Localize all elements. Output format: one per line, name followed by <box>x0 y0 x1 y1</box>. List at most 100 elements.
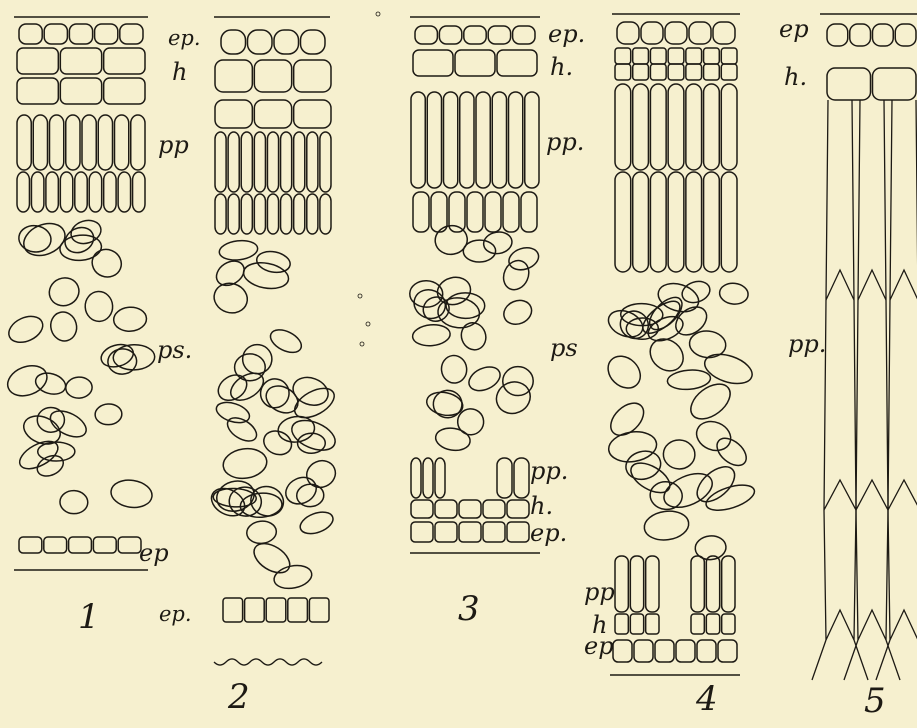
fibre-cell <box>858 100 886 300</box>
spongy-cell <box>602 350 647 395</box>
epidermis-cell <box>69 24 92 44</box>
speck <box>376 12 380 16</box>
hypodermis-cell <box>615 614 628 634</box>
fibre-cell <box>856 510 888 640</box>
palisade-cell <box>485 192 501 232</box>
palisade-cell <box>476 92 490 188</box>
palisade-cell <box>521 192 537 232</box>
spongy-cell <box>267 325 305 357</box>
palisade-cell <box>50 115 64 170</box>
figure-5-label-pp: pp. <box>788 332 826 356</box>
palisade-cell <box>467 192 483 232</box>
epidermis-cell <box>221 30 246 54</box>
palisade-cell <box>615 556 628 612</box>
epidermis-cell <box>19 537 42 553</box>
palisade-cell <box>721 172 737 272</box>
palisade-cell <box>31 172 43 212</box>
hypodermis-cell <box>686 64 702 80</box>
spongy-cell <box>234 354 265 381</box>
hypodermis-cell <box>873 68 917 100</box>
fibre-cell <box>824 300 856 510</box>
spongy-cell <box>649 480 684 511</box>
palisade-cell <box>615 172 631 272</box>
palisade-cell <box>411 92 425 188</box>
hypodermis-cell <box>722 614 735 634</box>
spongy-cell <box>33 370 68 398</box>
palisade-cell <box>267 132 278 192</box>
palisade-cell <box>75 172 87 212</box>
spongy-cell <box>712 433 751 471</box>
palisade-cell <box>131 115 145 170</box>
hypodermis-cell <box>686 48 702 64</box>
epidermis-cell <box>718 640 737 662</box>
palisade-cell <box>668 172 684 272</box>
fibre-end <box>812 640 868 680</box>
spongy-cell <box>440 354 468 384</box>
palisade-cell <box>89 172 101 212</box>
hypodermis-cell <box>706 614 719 634</box>
spongy-cell <box>261 381 302 418</box>
palisade-cell <box>307 132 318 192</box>
epidermis-cell <box>288 598 308 622</box>
epidermis-cell <box>697 640 716 662</box>
hypodermis-cell <box>413 50 453 76</box>
hypodermis-cell <box>721 64 737 80</box>
palisade-cell <box>722 556 735 612</box>
spongy-cell <box>241 343 274 376</box>
palisade-cell <box>66 115 80 170</box>
hypodermis-cell <box>615 48 631 64</box>
figure-5-number: 5 <box>864 684 886 718</box>
palisade-cell <box>33 115 47 170</box>
epidermis-cell <box>641 22 663 44</box>
palisade-cell <box>615 84 631 170</box>
palisade-cell <box>503 192 519 232</box>
spongy-cell <box>506 244 541 273</box>
hypodermis-cell <box>650 64 666 80</box>
palisade-cell <box>630 556 643 612</box>
epidermis-cell <box>44 24 67 44</box>
spongy-cell <box>287 415 339 457</box>
hypodermis-cell <box>483 500 505 518</box>
hypodermis-cell <box>411 500 433 518</box>
palisade-cell <box>241 132 252 192</box>
palisade-cell <box>492 92 506 188</box>
spongy-cell <box>249 538 295 579</box>
palisade-cell <box>307 194 318 234</box>
fibre-end <box>844 640 900 680</box>
palisade-cell <box>444 92 458 188</box>
spongy-cell <box>46 406 90 443</box>
wavy-edge <box>214 659 322 665</box>
spongy-cell <box>47 309 80 344</box>
spongy-cell <box>3 360 51 401</box>
epidermis-cell <box>118 537 141 553</box>
epidermis-cell <box>19 24 42 44</box>
epidermis-cell <box>248 30 273 54</box>
figure-1-label-ps: ps. <box>157 338 192 362</box>
epidermis-cell <box>689 22 711 44</box>
figure-5-label-ep: ep <box>779 17 809 41</box>
spongy-cell <box>491 377 535 419</box>
figure-2-number: 2 <box>228 680 250 714</box>
spongy-cell <box>703 480 757 515</box>
hypodermis-cell <box>215 60 252 92</box>
figure-1-label-ep: ep <box>139 541 169 565</box>
figure-1-label-pp: pp <box>158 133 189 157</box>
hypodermis-cell <box>704 48 720 64</box>
spongy-cell <box>412 323 451 347</box>
epidermis-cell <box>266 598 286 622</box>
epidermis-cell <box>617 22 639 44</box>
spongy-cell <box>701 349 756 389</box>
spongy-cell <box>45 273 83 310</box>
epidermis-cell <box>488 26 510 44</box>
spongy-cell <box>281 473 320 509</box>
hypodermis-cell <box>254 60 291 92</box>
spongy-cell <box>223 413 260 446</box>
palisade-cell <box>228 132 239 192</box>
epidermis-cell <box>69 537 92 553</box>
palisade-cell <box>60 172 72 212</box>
hypodermis-cell <box>294 60 331 92</box>
epidermis-cell <box>676 640 695 662</box>
speck <box>366 322 370 326</box>
epidermis-cell <box>93 537 116 553</box>
palisade-cell <box>118 172 130 212</box>
